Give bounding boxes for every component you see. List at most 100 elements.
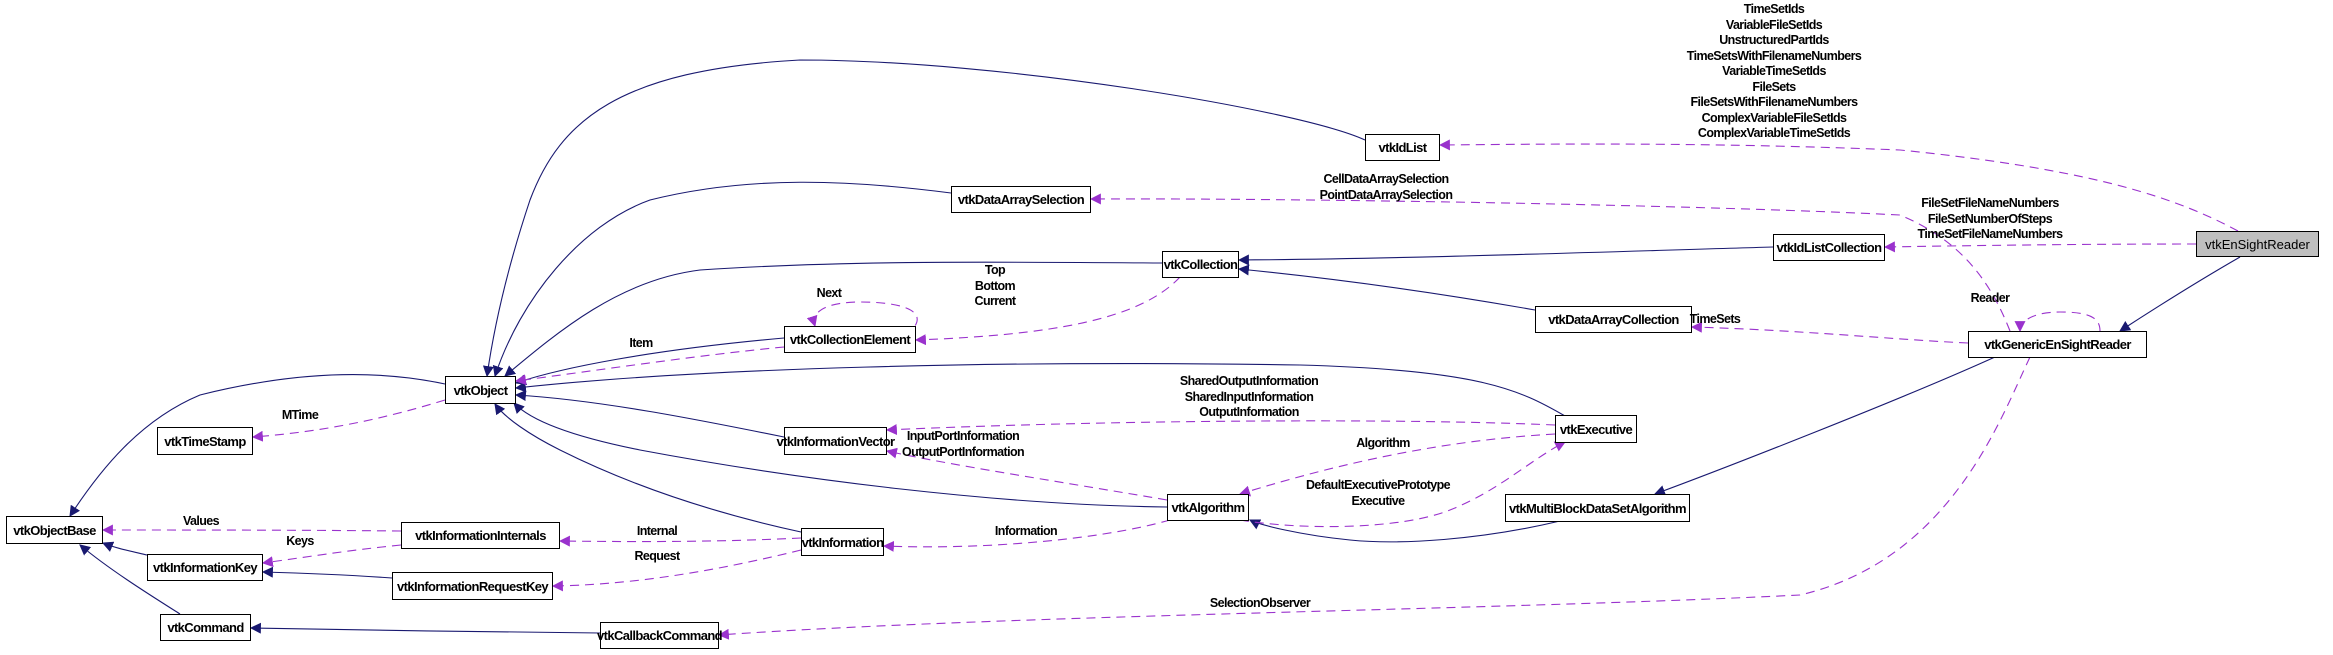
label-line: SelectionObserver — [1209, 596, 1311, 610]
node-vtkMultiBlockDataSetAlgorithm[interactable]: vtkMultiBlockDataSetAlgorithm — [1505, 494, 1690, 522]
node-vtkCollection[interactable]: vtkCollection — [1162, 251, 1239, 278]
edge-label-mtime: MTime — [281, 408, 319, 424]
node-vtkCommand[interactable]: vtkCommand — [160, 614, 251, 641]
edge-label-port-info: InputPortInformation OutputPortInformati… — [901, 429, 1025, 460]
edge-label-reader: Reader — [1971, 291, 2010, 307]
edge-genericEnSightReader-dataarrayselection — [1089, 193, 2011, 332]
edge-label-dataarrayselection: CellDataArraySelection PointDataArraySel… — [1320, 172, 1453, 203]
edge-idlistcollection-collection — [1237, 246, 1774, 266]
node-vtkTimeStamp[interactable]: vtkTimeStamp — [157, 427, 253, 455]
edge-algorithm-infovector — [885, 447, 1168, 501]
edge-collection-collectionelement — [914, 276, 1181, 346]
label-line: FileSetFileNameNumbers — [1921, 196, 2059, 210]
edge-enSightReader-idlist — [1438, 139, 2239, 232]
edge-requestkey-informationkey — [261, 566, 393, 579]
label-line: CellDataArraySelection — [1323, 172, 1449, 186]
edge-label-request: Request — [634, 549, 680, 565]
label-line: Current — [974, 294, 1017, 308]
edge-label-idlist: TimeSetIds VariableFileSetIds Unstructur… — [1686, 2, 1862, 142]
edge-information-object — [494, 403, 802, 533]
label-line: Information — [994, 524, 1058, 538]
edge-idlist-object — [482, 59, 1366, 378]
label-line: SharedInputInformation — [1184, 389, 1314, 404]
node-vtkAlgorithm[interactable]: vtkAlgorithm — [1167, 494, 1249, 521]
node-vtkCallbackCommand[interactable]: vtkCallbackCommand — [597, 622, 723, 649]
edge-label-next: Next — [817, 286, 842, 302]
edge-collectionelement-object — [514, 346, 785, 386]
edge-dataarraycollection-collection — [1237, 264, 1536, 311]
edge-collectionelement-object — [514, 337, 785, 386]
edge-label-idlistcollection: FileSetFileNameNumbers FileSetNumberOfSt… — [1917, 196, 2064, 243]
edge-informationkey-objectbase — [101, 541, 148, 556]
edge-label-item: Item — [629, 336, 653, 352]
node-vtkGenericEnSightReader[interactable]: vtkGenericEnSightReader — [1968, 331, 2147, 358]
label-line: OutputInformation — [1199, 405, 1299, 419]
label-line: VariableFileSetIds — [1725, 17, 1823, 32]
label-line: Internal — [636, 524, 678, 538]
edge-label-executive: DefaultExecutivePrototype Executive — [1306, 478, 1451, 509]
edge-label-internal: Internal — [636, 524, 678, 540]
label-line: Keys — [286, 534, 314, 548]
node-vtkInformationVector[interactable]: vtkInformationVector — [776, 427, 895, 455]
edge-label-algorithm: Algorithm — [1356, 436, 1410, 452]
edge-dataarrayselection-object — [492, 181, 952, 378]
edge-label-keys: Keys — [286, 534, 314, 550]
label-line: Request — [634, 549, 680, 563]
label-line: TimeSetIds — [1743, 2, 1805, 16]
edge-executive-algorithm — [1238, 433, 1556, 497]
node-vtkExecutive[interactable]: vtkExecutive — [1555, 415, 1637, 443]
edge-command-objectbase — [79, 544, 181, 615]
label-line: FileSets — [1752, 79, 1796, 94]
label-line: OutputPortInformation — [901, 444, 1025, 459]
node-vtkInformationRequestKey[interactable]: vtkInformationRequestKey — [392, 572, 553, 600]
edge-infovector-object — [514, 390, 785, 438]
label-line: UnstructuredPartIds — [1719, 33, 1829, 47]
node-vtkIdListCollection[interactable]: vtkIdListCollection — [1773, 234, 1885, 261]
label-line: ComplexVariableTimeSetIds — [1697, 126, 1851, 140]
label-line: Values — [182, 514, 220, 528]
edge-label-timesets: TimeSets — [1690, 312, 1741, 328]
edge-algorithm-object — [513, 402, 1168, 508]
label-line: InputPortInformation — [906, 429, 1020, 443]
label-line: ComplexVariableFileSetIds — [1701, 110, 1847, 125]
label-line: Algorithm — [1356, 436, 1410, 450]
label-line: VariableTimeSetIds — [1722, 64, 1826, 78]
edge-genericEnSightReader-self — [2014, 311, 2101, 333]
edge-algorithm-information — [882, 519, 1171, 552]
label-line: MTime — [281, 408, 319, 422]
node-vtkInformationKey[interactable]: vtkInformationKey — [147, 554, 263, 581]
label-line: TimeSetsWithFilenameNumbers — [1686, 48, 1862, 63]
label-line: Bottom — [974, 278, 1016, 293]
edge-informationinternals-objectbase — [101, 524, 402, 536]
label-line: TimeSetFileNameNumbers — [1917, 227, 2064, 241]
edge-genericEnSightReader-callbackcommand — [717, 356, 2031, 640]
node-vtkObject[interactable]: vtkObject — [445, 376, 516, 404]
node-vtkCollectionElement[interactable]: vtkCollectionElement — [784, 326, 916, 353]
label-line: FileSetNumberOfSteps — [1927, 211, 2053, 226]
label-line: SharedOutputInformation — [1179, 374, 1319, 388]
node-vtkDataArrayCollection[interactable]: vtkDataArrayCollection — [1535, 306, 1692, 333]
edge-enSightReader-genericEnSightReader — [2119, 256, 2241, 332]
edge-collection-object — [504, 261, 1163, 377]
node-vtkDataArraySelection[interactable]: vtkDataArraySelection — [951, 186, 1091, 213]
edge-label-selection-observer: SelectionObserver — [1209, 596, 1311, 612]
edge-algorithm-executive — [1239, 441, 1566, 528]
edge-object-timestamp — [251, 399, 446, 442]
edge-multiblock-algorithm — [1249, 519, 1561, 543]
edge-information-informationinternals — [558, 535, 802, 547]
label-line: Item — [629, 336, 653, 350]
node-vtkInformationInternals[interactable]: vtkInformationInternals — [401, 522, 560, 549]
edge-genericEnSightReader-multiblock — [1653, 356, 1996, 496]
edge-enSightReader-idlistcollection — [1883, 241, 2197, 253]
edge-genericEnSightReader-dataarraycollection — [1690, 321, 1969, 344]
node-vtkObjectBase[interactable]: vtkObjectBase — [6, 516, 103, 544]
edge-label-information: Information — [994, 524, 1058, 540]
edge-object-objectbase — [69, 374, 446, 517]
label-line: Next — [816, 286, 842, 300]
node-vtkInformation[interactable]: vtkInformation — [801, 528, 884, 556]
edge-collectionelement-self — [806, 301, 918, 328]
node-vtkIdList[interactable]: vtkIdList — [1365, 134, 1440, 161]
label-line: PointDataArraySelection — [1319, 187, 1453, 202]
node-vtkEnSightReader[interactable]: vtkEnSightReader — [2196, 231, 2319, 257]
